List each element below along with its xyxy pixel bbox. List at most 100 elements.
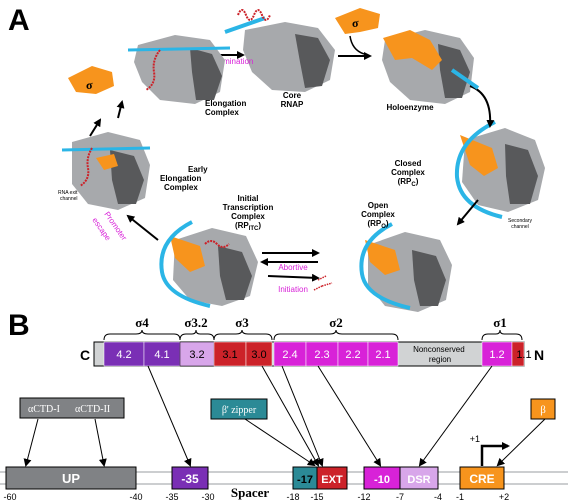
open-label-1: Open <box>368 201 389 210</box>
interaction-arrows <box>23 365 546 467</box>
label-2.3: 2.3 <box>314 349 329 361</box>
termination-products-icon <box>224 9 271 34</box>
early-elongation-label-3: Complex <box>164 183 198 192</box>
open-label-3: (RPO) <box>367 219 388 230</box>
spacer-label: Spacer <box>231 485 270 500</box>
header-sigma3: σ3 <box>235 315 249 330</box>
sigma4-to-minus35 <box>147 365 192 467</box>
sigma-label-left: σ <box>86 78 93 92</box>
closed-label-2: Complex <box>391 168 425 177</box>
bprime-to-ext <box>244 418 316 467</box>
holoenzyme-icon <box>382 30 474 104</box>
holo-to-closed-arrow <box>469 85 495 128</box>
rna-exit-label-2: channel <box>60 196 78 202</box>
region-braces <box>103 329 523 341</box>
abortive-arrow <box>267 273 320 282</box>
pos-minus60: -60 <box>3 492 16 502</box>
segment-3.1 <box>213 341 247 367</box>
pos-minus40: -40 <box>129 492 142 502</box>
early-elongation-label-2: Elongation <box>160 174 201 183</box>
open-label-sub: O <box>381 224 386 230</box>
open-complex-icon <box>359 222 452 312</box>
elongation-complex-icon <box>127 35 231 104</box>
label-4.1: 4.1 <box>154 349 169 361</box>
segment-2.2 <box>337 341 369 367</box>
segment-4.2 <box>103 341 145 367</box>
release-sigma-arrow <box>116 100 125 119</box>
early-to-elongation-arrow <box>89 118 102 137</box>
closed-label-1: Closed <box>395 159 422 168</box>
bprime-zipper-label: β' zipper <box>222 405 257 416</box>
acdt1-to-up <box>23 418 39 467</box>
acdt1-label: αCTD-I <box>28 404 60 415</box>
closed-label-rp: (RP <box>398 177 412 186</box>
secondary-channel-label-1: Secondary <box>508 218 532 224</box>
panel-b-letter: B <box>8 309 30 342</box>
open-label-paren: ) <box>386 219 389 228</box>
segment-3.0 <box>245 341 273 367</box>
region-headers: σ4 σ3.2 σ3 σ2 σ1 <box>135 315 507 330</box>
segment-2.4 <box>273 341 307 367</box>
sigma24-to-ext <box>281 365 324 467</box>
n-terminus-label: N <box>534 347 544 363</box>
up-label: UP <box>62 471 80 486</box>
closed-label-3: (RPC) <box>398 177 419 188</box>
ext-element <box>316 466 348 490</box>
sigma-bind-arrow <box>349 35 365 55</box>
abortive-label-1: Abortive <box>278 263 308 272</box>
elongation-label-1: Elongation <box>205 99 246 108</box>
initial-transcription-complex-icon <box>159 220 258 308</box>
label-3.2: 3.2 <box>189 349 204 361</box>
termination-label: Termination <box>212 57 253 66</box>
cre-label: CRE <box>469 472 494 486</box>
nonconserved-region-label: Nonconserved region <box>413 345 467 364</box>
initial-label-1: Initial <box>238 194 259 203</box>
initial-label-rp: (RP <box>235 221 249 230</box>
segment-2.3 <box>305 341 339 367</box>
label-1.1: 1.1 <box>516 349 531 361</box>
label-3.1: 3.1 <box>222 349 237 361</box>
minus10-label: -10 <box>374 474 390 486</box>
pos-minus12: -12 <box>357 492 370 502</box>
header-sigma2: σ2 <box>329 315 343 330</box>
initial-label-sub: ITC <box>249 226 259 232</box>
panel-a-letter: A <box>8 4 30 37</box>
abortive-transcripts-icon <box>313 275 333 291</box>
up-element <box>5 466 137 490</box>
sigma-factor-icon-left <box>68 66 114 94</box>
closed-complex-icon <box>454 120 545 219</box>
secondary-channel-label-2: channel <box>511 224 529 230</box>
dsr-element <box>399 466 439 490</box>
label-1.2: 1.2 <box>489 349 504 361</box>
sigma-segments <box>103 341 525 367</box>
label-2.2: 2.2 <box>345 349 360 361</box>
ext-label: EXT <box>321 474 343 486</box>
elongation-label-2: Complex <box>205 108 239 117</box>
early-elongation-label-1: Early <box>188 165 208 174</box>
abortive-label-2: Initiation <box>278 285 308 294</box>
bprime-zipper-box <box>210 398 268 420</box>
rna-exit-label-1: RNA exit <box>58 190 78 196</box>
segment-labels: 4.2 4.1 3.2 3.1 3.0 2.4 2.3 2.2 2.1 1.2 … <box>116 349 531 361</box>
pos-minus35: -35 <box>165 492 178 502</box>
nonconserved-line-2: region <box>429 355 451 364</box>
open-label-2: Complex <box>361 210 395 219</box>
segment-1.2 <box>481 341 513 367</box>
pos-minus15: -15 <box>310 492 323 502</box>
pos-minus1: -1 <box>456 492 464 502</box>
c-terminus-label: C <box>80 347 90 363</box>
header-sigma3-2: σ3.2 <box>184 315 207 330</box>
minus35-element <box>171 466 209 490</box>
initial-label-2: Transcription <box>223 203 274 212</box>
beta-box <box>530 398 556 420</box>
core-rnap-label-2: RNAP <box>281 100 304 109</box>
beta-label: β <box>540 404 546 416</box>
label-4.2: 4.2 <box>116 349 131 361</box>
pos-plus2: +2 <box>499 492 509 502</box>
holoenzyme-label: Holoenzyme <box>386 103 434 112</box>
minus35-label: -35 <box>181 472 199 486</box>
cre-element <box>459 466 505 490</box>
closed-to-open-arrow <box>456 199 479 226</box>
sigma-factor-icon-top <box>335 8 380 34</box>
